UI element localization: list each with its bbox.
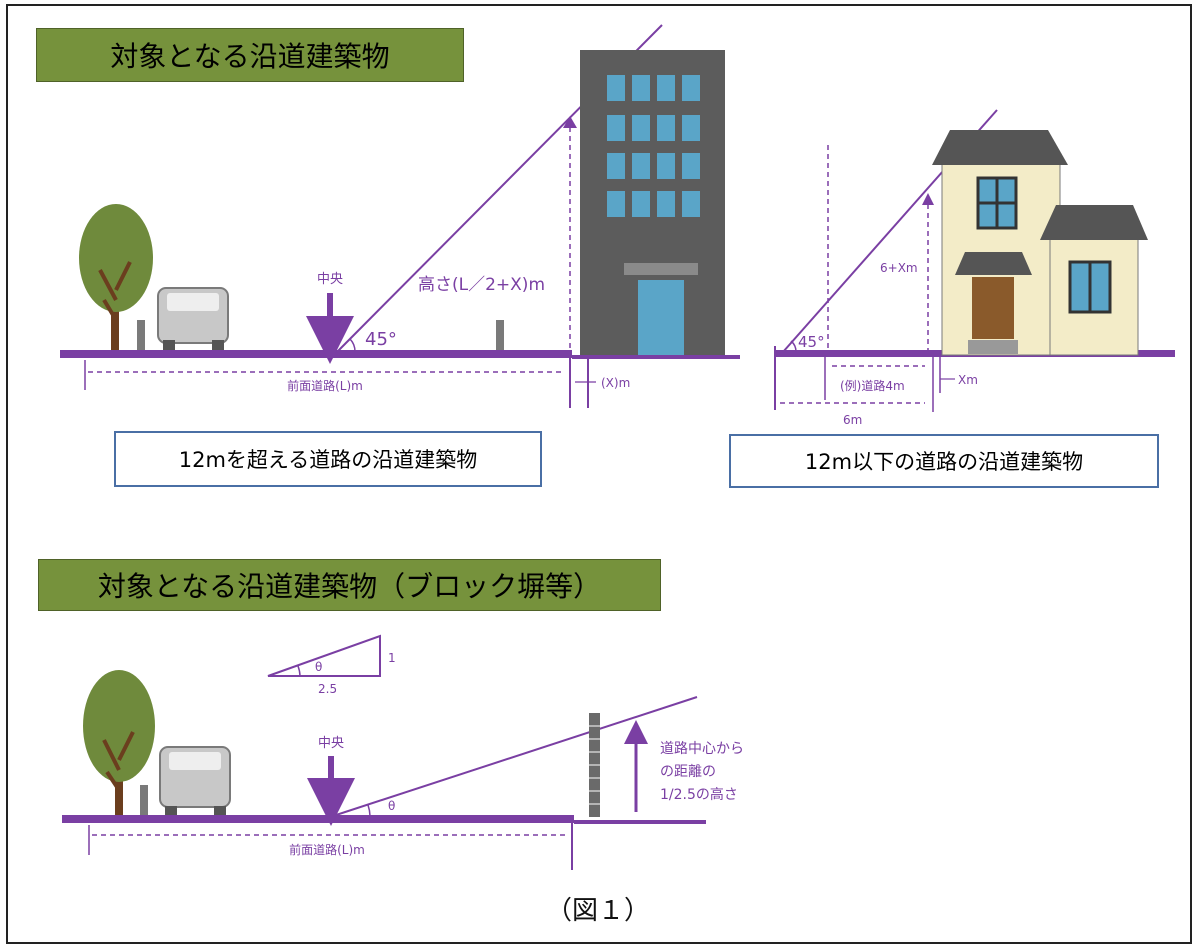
- slope-line-theta: [332, 696, 698, 817]
- height-arrowhead: [563, 116, 577, 128]
- house-icon: [932, 130, 1148, 356]
- tree-icon: [83, 670, 155, 818]
- road-left: [60, 350, 572, 358]
- angle-label: θ: [388, 799, 395, 813]
- center-label: 中央: [317, 272, 343, 287]
- office-building-icon: [580, 50, 725, 355]
- caption-left: 12mを超える道路の沿道建築物: [114, 431, 542, 487]
- block-wall-icon: [589, 713, 600, 817]
- caption-right: 12m以下の道路の沿道建築物: [729, 434, 1159, 488]
- tree-icon: [79, 204, 153, 350]
- height-note-line3: 1/2.5の高さ: [660, 786, 738, 803]
- angle-arc: [367, 804, 371, 817]
- ratio-theta: θ: [315, 660, 322, 674]
- bollard: [496, 320, 504, 350]
- caption-left-text: 12mを超える道路の沿道建築物: [178, 448, 478, 472]
- height-label: 高さ(L／2+X)m: [418, 275, 545, 295]
- bollard: [140, 785, 148, 815]
- car-icon: [157, 287, 229, 350]
- car-icon: [159, 746, 231, 816]
- caption-right-text: 12m以下の道路の沿道建築物: [804, 450, 1084, 474]
- height-note-line2: の距離の: [660, 763, 716, 780]
- height-note-line1: 道路中心から: [660, 741, 744, 757]
- center-label: 中央: [318, 736, 344, 751]
- ratio-triangle: [267, 634, 381, 677]
- sidewalk-section2: [574, 820, 706, 824]
- width-label: 6m: [843, 413, 862, 427]
- setback-label: (X)m: [601, 376, 630, 390]
- ratio-run: 2.5: [318, 682, 337, 696]
- angle-arc: [790, 340, 797, 353]
- road-label: 前面道路(L)m: [287, 378, 363, 393]
- setback-label: Xm: [958, 373, 978, 387]
- section1-title: 対象となる沿道建築物: [110, 40, 390, 73]
- height-arrowhead: [922, 193, 934, 205]
- height-label: 6+Xm: [880, 261, 918, 275]
- angle-arc: [349, 338, 356, 353]
- section2-title-banner: 対象となる沿道建築物（ブロック塀等）: [38, 559, 661, 611]
- example-label: (例)道路4m: [840, 378, 905, 393]
- bollard: [137, 320, 145, 350]
- angle-label: 45°: [365, 329, 397, 350]
- figure-label: （図１）: [545, 896, 650, 926]
- road-section2: [62, 815, 574, 823]
- sidewalk-left: [572, 355, 740, 359]
- road-label: 前面道路(L)m: [289, 842, 365, 857]
- section1-title-banner: 対象となる沿道建築物: [36, 28, 464, 82]
- ratio-rise: 1: [388, 651, 396, 665]
- section2-title: 対象となる沿道建築物（ブロック塀等）: [97, 570, 602, 603]
- angle-label: 45°: [798, 333, 825, 351]
